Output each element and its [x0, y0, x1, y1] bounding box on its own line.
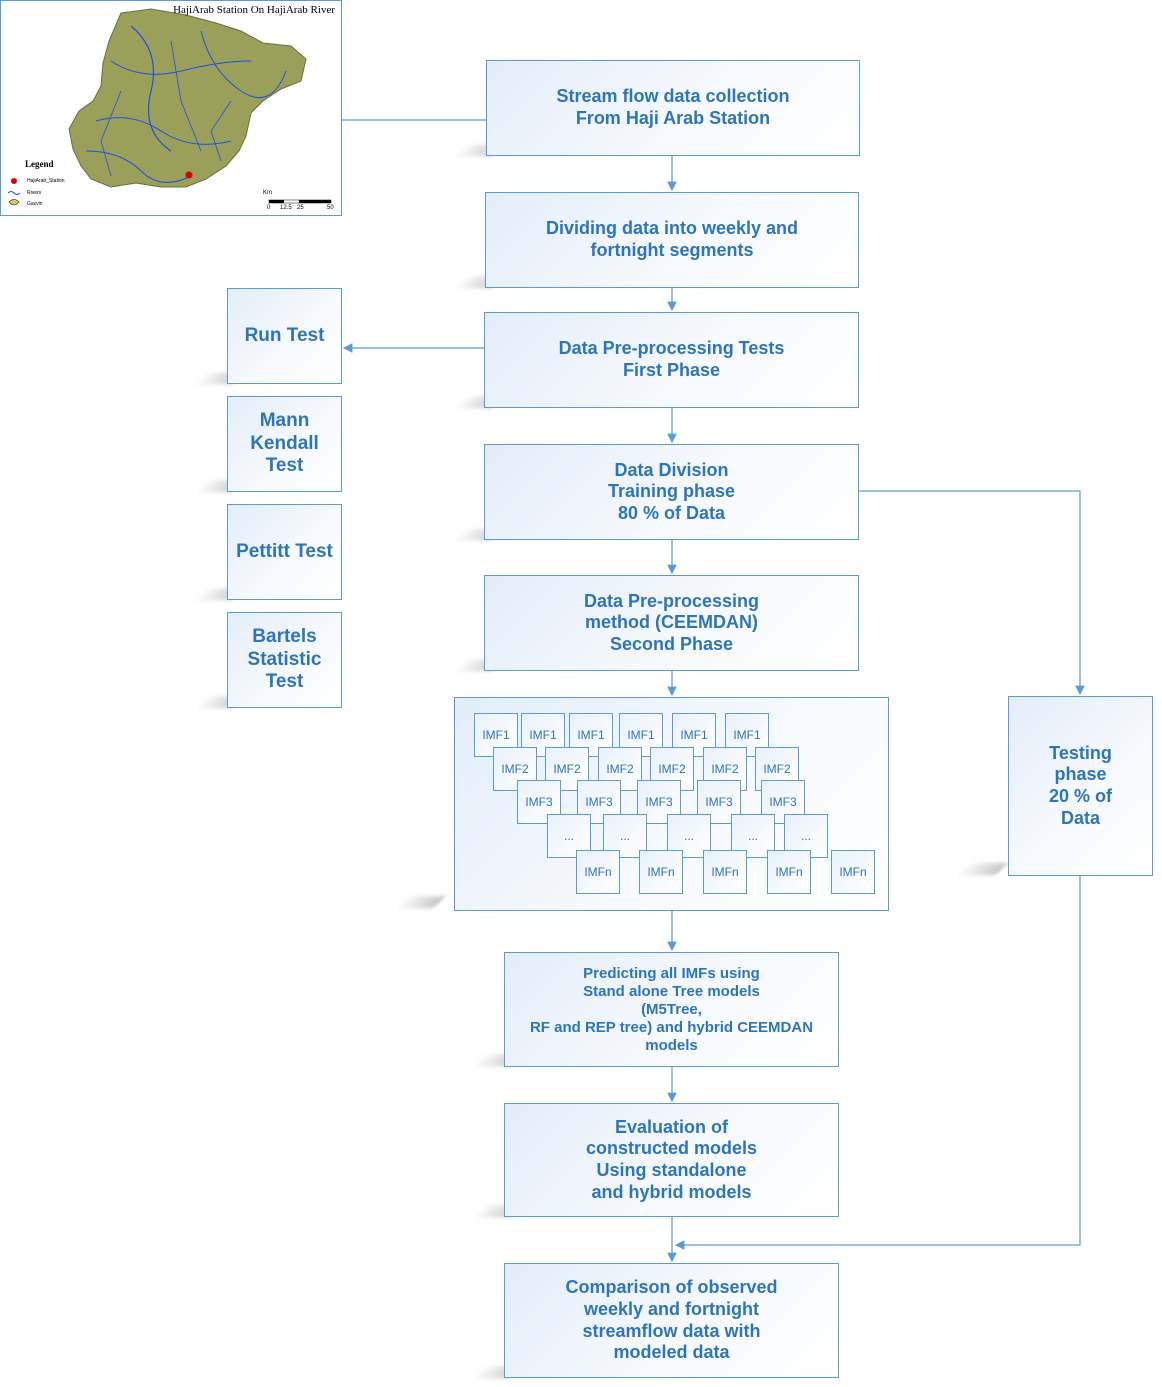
model-evaluation-box: Evaluation of constructed models Using s… — [504, 1103, 839, 1217]
testing-phase-box: Testing phase 20 % of Data — [1008, 696, 1153, 876]
legend-title: Legend — [25, 159, 54, 169]
mann-kendall-test-box: Mann Kendall Test — [227, 396, 342, 492]
data-segmentation-box: Dividing data into weekly and fortnight … — [485, 192, 859, 288]
imf-tile: IMFn — [767, 850, 811, 894]
imf-tile: IMFn — [576, 850, 620, 894]
scale-tick-0: 0 — [267, 205, 271, 211]
ceemdan-box: Data Pre-processing method (CEEMDAN) Sec… — [484, 575, 859, 671]
scale-unit: Km — [263, 190, 272, 196]
bartels-test-box: Bartels Statistic Test — [227, 612, 342, 708]
imf-tile: IMFn — [639, 850, 683, 894]
preprocessing-tests-box: Data Pre-processing Tests First Phase — [484, 312, 859, 408]
prediction-models-box: Predicting all IMFs using Stand alone Tr… — [504, 952, 839, 1067]
scale-tick-3: 50 — [327, 205, 334, 211]
legend-station: HajiArab_Station — [27, 178, 65, 184]
data-division-box: Data Division Training phase 80 % of Dat… — [484, 444, 859, 540]
study-area-map: HajiArab Station On HajiArab River Legen… — [0, 0, 342, 216]
legend-rivers: Rivers — [27, 190, 42, 196]
basin-map-image — [7, 8, 332, 206]
imf-tile: IMFn — [703, 850, 747, 894]
pettitt-test-box: Pettitt Test — [227, 504, 342, 600]
imf-tile: IMFn — [831, 850, 875, 894]
run-test-box: Run Test — [227, 288, 342, 384]
map-title: HajiArab Station On HajiArab River — [173, 4, 335, 16]
scale-tick-1: 12.5 — [280, 205, 292, 211]
scale-tick-2: 25 — [297, 205, 304, 211]
data-collection-box: Stream flow data collection From Haji Ar… — [486, 60, 860, 156]
legend-area: Gazvin — [27, 201, 43, 207]
comparison-box: Comparison of observed weekly and fortni… — [504, 1263, 839, 1378]
